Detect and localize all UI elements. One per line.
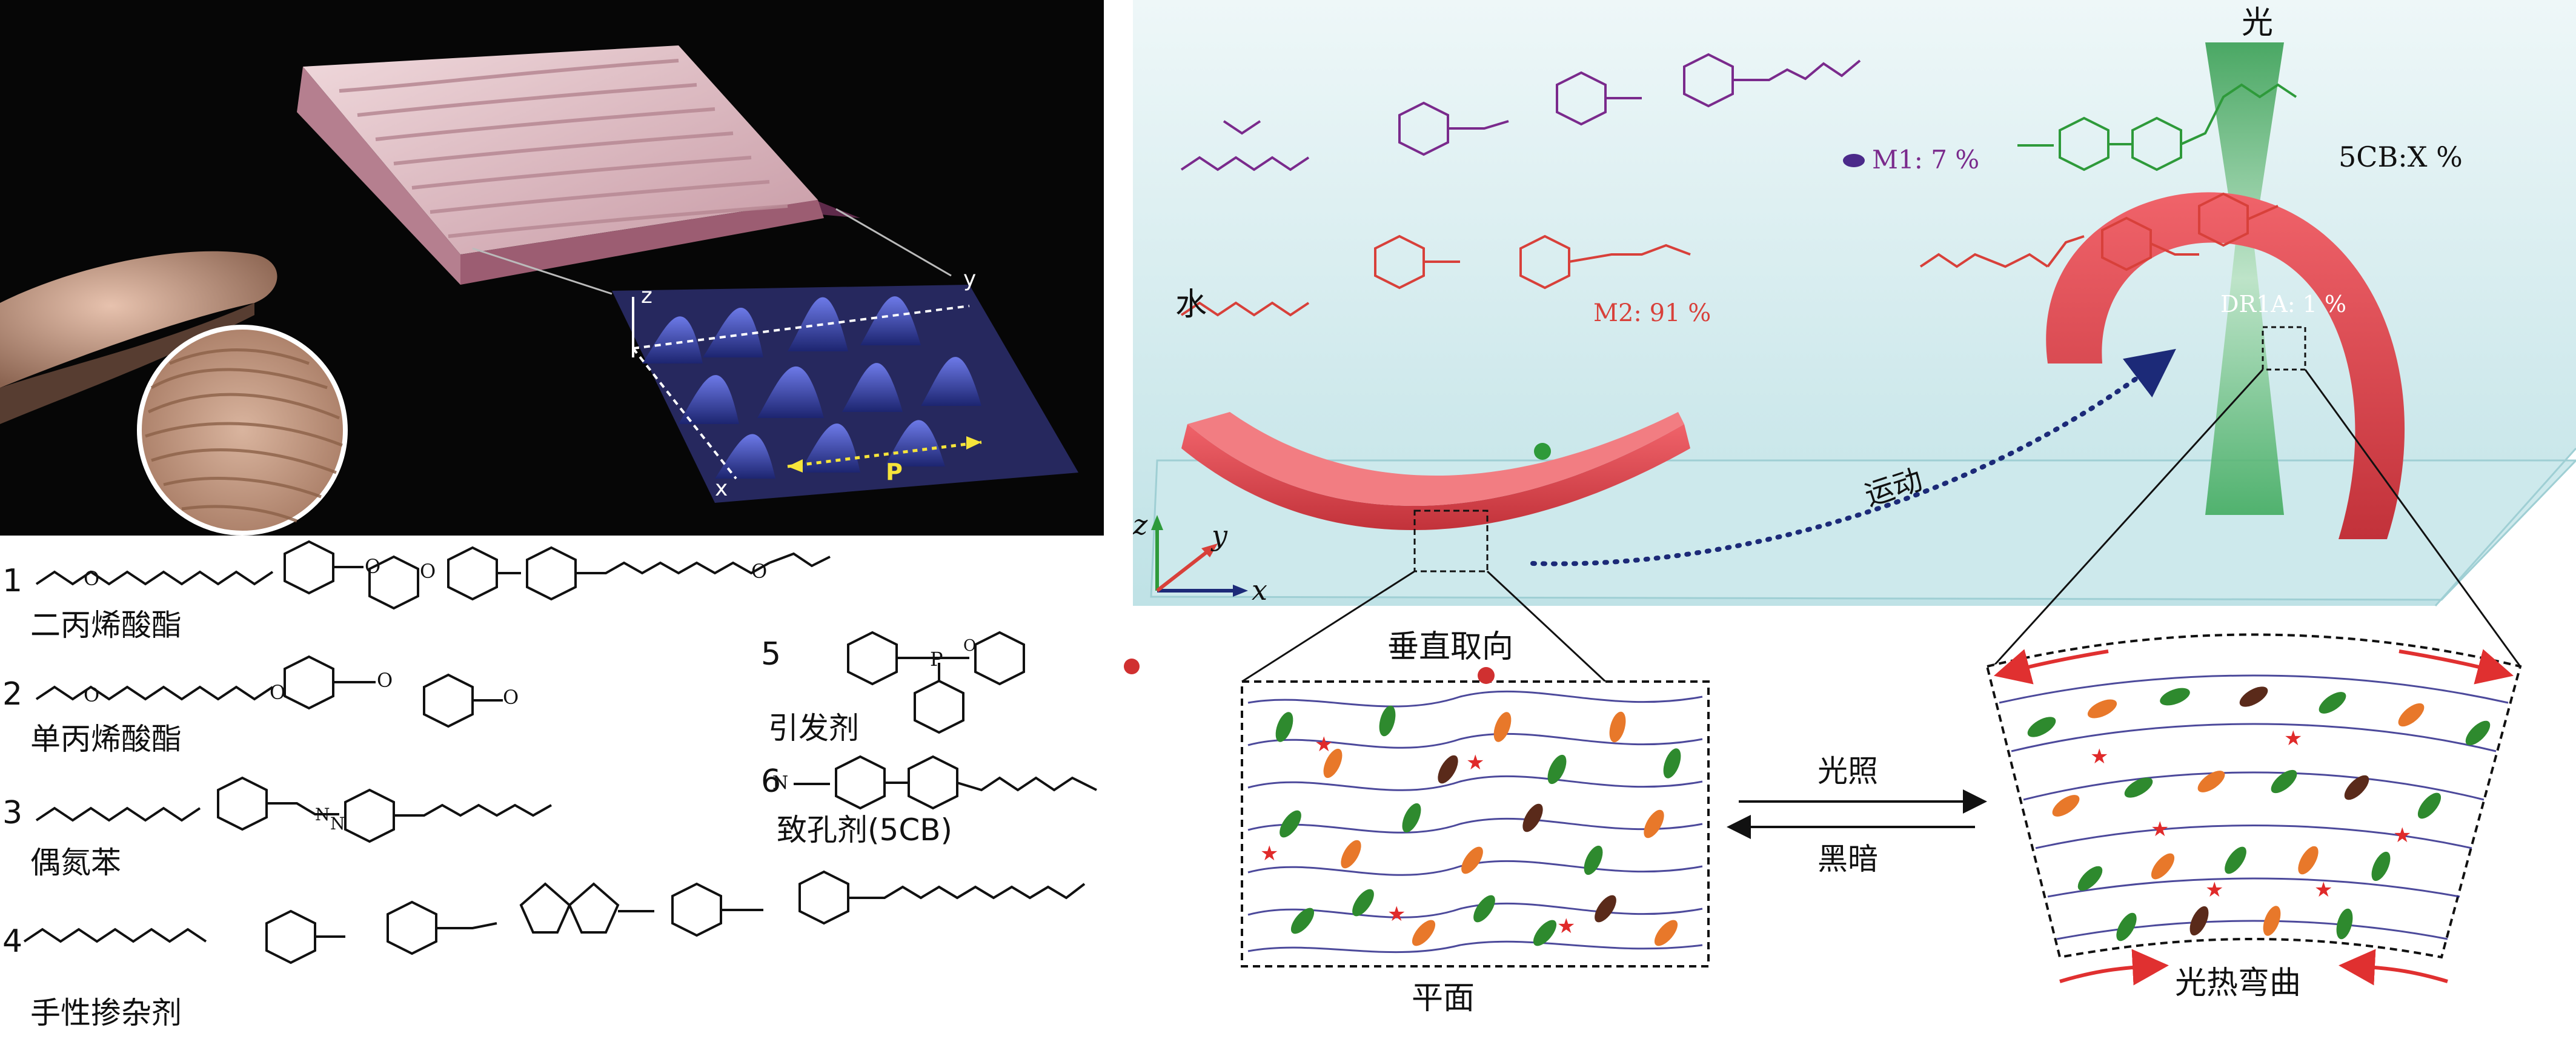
monomer-name-2: 单丙烯酸酯 [30,722,182,757]
red-dot-marker [1124,659,1140,674]
photo-axis-y-label: y [963,267,976,291]
svg-text:★: ★ [1315,732,1333,757]
dr1a-structure [1919,192,2279,271]
monomer-number-4: 4 [2,923,23,960]
planar-label: 平面 [1412,980,1475,1017]
scheme-axis-y-label: y [1210,519,1228,552]
scheme-axis-z-label: z [1133,508,1148,541]
monomer-number-2: 2 [2,676,23,712]
svg-text:O: O [377,669,393,692]
green-dot-marker [1534,443,1551,460]
scheme-axes [1151,515,1248,597]
svg-text:O: O [84,567,99,590]
monomer-name-6: 致孔剂(5CB) [777,812,953,848]
svg-text:★: ★ [1557,914,1575,938]
period-label: P [886,459,903,485]
svg-text:★: ★ [2090,745,2108,769]
motion-arrow [1530,348,2176,566]
svg-text:O: O [503,686,519,709]
monomer-name-5: 引发剂 [768,711,859,746]
svg-text:O: O [751,560,767,583]
illumination-label: 光照 [1817,754,1878,789]
dark-label: 黑暗 [1817,841,1878,877]
svg-text:N: N [315,805,330,825]
m1-structure [1180,53,1861,171]
m1-label: M1: 7 % [1872,145,1979,174]
finger-illustration [0,251,277,424]
periodic-surface-3d [612,285,1078,503]
actuator-scheme: M1: 7 % M2: 91 % 5CB:X % [1132,0,2576,1037]
actuator-strip-planar [1181,412,1690,573]
svg-text:★: ★ [2205,878,2223,902]
bent-closeup: ★ ★ ★ ★ ★ ★ [1985,633,2522,986]
structure-bonds [23,540,1097,964]
monomer-name-1: 二丙烯酸酯 [30,608,182,643]
svg-text:O: O [963,637,976,655]
photo-panel: z y x P [0,0,1104,536]
fivecb-structure [2017,83,2297,171]
svg-text:O: O [420,560,436,583]
reversible-arrows [1727,789,1987,839]
monomer-number-3: 3 [2,795,23,831]
m2-structure [1180,234,1691,317]
svg-text:★: ★ [2284,726,2302,751]
actuator-strip-bent [2046,192,2405,539]
monomer-number-1: 1 [2,563,23,599]
dr1a-label: DR1A: 1 % [2220,291,2346,317]
svg-text:O: O [84,683,99,706]
red-dot-marker-2 [1478,667,1495,684]
light-beam [2205,42,2284,515]
photo-axis-z-label: z [641,284,652,308]
svg-text:★: ★ [2393,823,2411,848]
svg-text:N: N [330,814,345,834]
svg-text:O: O [365,555,380,578]
actuator-scheme-drawing: M1: 7 % M2: 91 % 5CB:X % [1132,0,2576,1017]
photothermal-bending-label: 光热弯曲 [2175,965,2301,1001]
vertical-alignment-label: 垂直取向 [1387,629,1513,665]
light-label: 光 [2242,5,2273,41]
scheme-axis-x-label: x [1252,574,1267,606]
water-label: 水 [1175,287,1207,323]
svg-text:★: ★ [1387,902,1406,926]
m2-label: M2: 91 % [1593,299,1711,327]
monomer-name-4: 手性掺杂剂 [30,995,182,1031]
planar-closeup: ★ ★ ★ ★ ★ [1241,680,1710,968]
svg-text:N: N [772,772,788,794]
textured-film-slab [297,45,860,285]
svg-text:★: ★ [2314,878,2332,902]
fingerprint-closeup [137,325,348,536]
monomer-number-6: 6 [761,763,782,800]
svg-text:★: ★ [2151,817,2169,841]
svg-text:P: P [930,648,943,671]
monomer-number-5: 5 [761,636,782,672]
svg-text:★: ★ [1260,841,1278,866]
photo-axis-x-label: x [715,476,728,501]
photo-illustration: z y x P [0,45,1078,536]
fivecb-label: 5CB:X % [2339,141,2463,173]
svg-text:★: ★ [1466,751,1484,775]
svg-text:O: O [270,681,285,704]
monomer-name-3: 偶氮苯 [30,845,121,880]
m1-marker [1843,154,1865,167]
